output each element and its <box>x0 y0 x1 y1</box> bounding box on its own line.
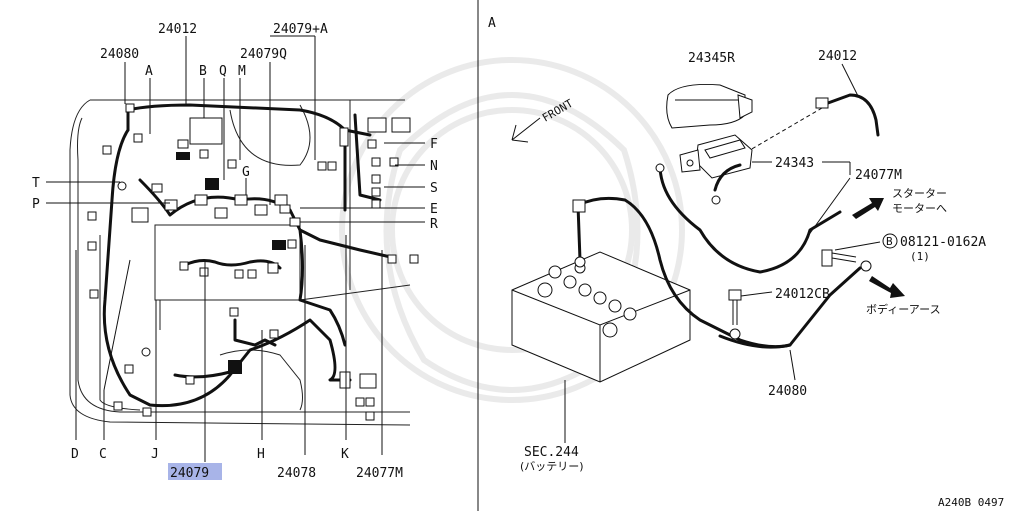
label-24080-right: 24080 <box>768 384 807 399</box>
label-starter-1: スターター <box>892 187 947 200</box>
relay-cover <box>666 84 753 129</box>
bolt-24012cb <box>728 289 742 340</box>
label-r: R <box>430 217 438 232</box>
label-h: H <box>257 447 265 462</box>
label-k: K <box>341 447 349 462</box>
label-c: C <box>99 447 107 462</box>
label-n: N <box>430 159 438 174</box>
figure-code: A240B 0497 <box>938 496 1004 509</box>
label-p: P <box>32 197 40 212</box>
battery <box>511 251 691 383</box>
left-panel: 24080 24012 24079+A 24079Q A B Q M T P G… <box>32 22 438 481</box>
label-q: Q <box>219 64 227 79</box>
label-sec-244: SEC.244 <box>524 445 579 460</box>
relay-24343 <box>679 134 753 179</box>
label-24079q: 24079Q <box>240 47 287 62</box>
left-connectors <box>87 103 419 421</box>
label-bolt-ref: 08121-0162A <box>900 235 986 250</box>
label-body-earth: ボディーアース <box>866 302 941 316</box>
label-e: E <box>430 202 438 217</box>
label-j: J <box>151 447 159 462</box>
label-b: B <box>199 64 207 79</box>
label-starter-2: モーターへ <box>892 202 947 215</box>
label-d: D <box>71 447 79 462</box>
label-24077m: 24077M <box>356 466 403 481</box>
view-label-a: A <box>488 16 496 31</box>
label-24079-a: 24079+A <box>273 22 328 37</box>
label-24080: 24080 <box>100 47 139 62</box>
right-panel: A FRONT 24345R 24343 24012 <box>488 16 1004 509</box>
label-24012cb: 24012CB <box>775 287 830 302</box>
label-g: G <box>242 165 250 180</box>
starter-arrow <box>852 198 884 219</box>
label-s: S <box>430 181 438 196</box>
bolt-b <box>821 249 857 267</box>
label-f: F <box>430 137 438 152</box>
label-a: A <box>145 64 153 79</box>
label-m: M <box>238 64 246 79</box>
label-24345r: 24345R <box>688 51 735 66</box>
label-24079-highlighted: 24079 <box>170 466 209 481</box>
bolt-mark: B <box>886 235 893 248</box>
body-earth-arrow <box>869 276 905 298</box>
label-sec-note: (バッテリー) <box>520 460 584 473</box>
highlight-24079 <box>168 463 222 480</box>
label-24343: 24343 <box>775 156 814 171</box>
left-leaders <box>46 35 425 462</box>
label-bolt-qty: (1) <box>910 250 930 263</box>
label-24012: 24012 <box>158 22 197 37</box>
front-arrow: FRONT <box>511 97 576 143</box>
label-24078: 24078 <box>277 466 316 481</box>
label-t: T <box>32 176 40 191</box>
label-24077m-right: 24077M <box>855 168 902 183</box>
label-24012-right: 24012 <box>818 49 857 64</box>
